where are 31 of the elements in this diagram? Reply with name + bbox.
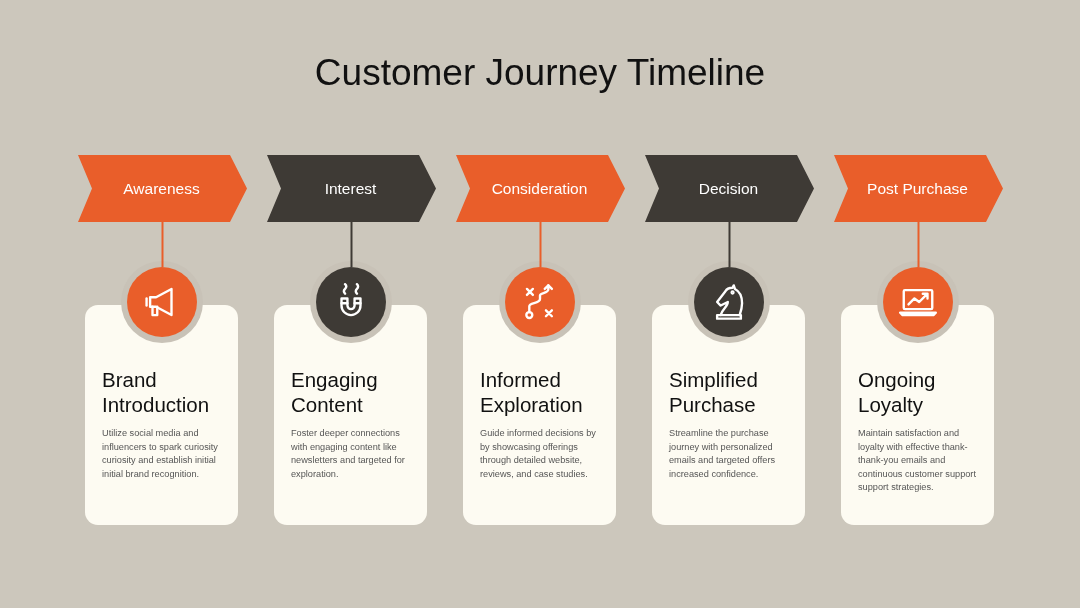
stage-card xyxy=(652,305,805,525)
connector-line xyxy=(917,221,920,268)
card-heading: Ongoing Loyalty xyxy=(858,367,937,417)
stage-card xyxy=(85,305,238,525)
connector-line xyxy=(728,221,731,268)
stage-label: Post Purchase xyxy=(867,179,968,198)
card-description: Foster deeper connections with engaging content like newsletters and targeted for exploration. xyxy=(291,427,406,481)
stage-label: Interest xyxy=(324,179,377,198)
chevron-banner xyxy=(834,155,1003,222)
chevron-banner xyxy=(267,155,436,222)
chevron-banner xyxy=(456,155,625,222)
chevron-banner xyxy=(78,155,247,222)
card-heading: Informed Exploration xyxy=(480,367,584,417)
card-description: Guide informed decisions by by showcasing offerings through detailed website, reviews, and case studies. xyxy=(480,427,597,481)
card-description: Maintain satisfaction and loyalty with effective thank- thank-you emails and continuous customer support support strategies. xyxy=(858,427,977,495)
title: Customer Journey Timeline xyxy=(314,51,766,95)
card-heading: Simplified Purchase xyxy=(669,367,759,417)
card-description: Streamline the purchase journey with personalized emails and targeted offers increased confidence. xyxy=(669,427,777,481)
stage-label: Decision xyxy=(698,179,759,198)
card-heading: Brand Introduction xyxy=(102,367,211,417)
stage-card xyxy=(463,305,616,525)
stage-card xyxy=(841,305,994,525)
connector-line xyxy=(161,221,164,268)
stage-card xyxy=(274,305,427,525)
connector-line xyxy=(350,221,353,268)
stage-label: Awareness xyxy=(123,179,200,198)
card-heading: Engaging Content xyxy=(291,367,379,417)
stage-label: Consideration xyxy=(491,179,588,198)
chevron-banner xyxy=(645,155,814,222)
connector-line xyxy=(539,221,542,268)
card-description: Utilize social media and influencers to spark curiosity curiosity and establish initial initial brand recognition. xyxy=(102,427,219,481)
